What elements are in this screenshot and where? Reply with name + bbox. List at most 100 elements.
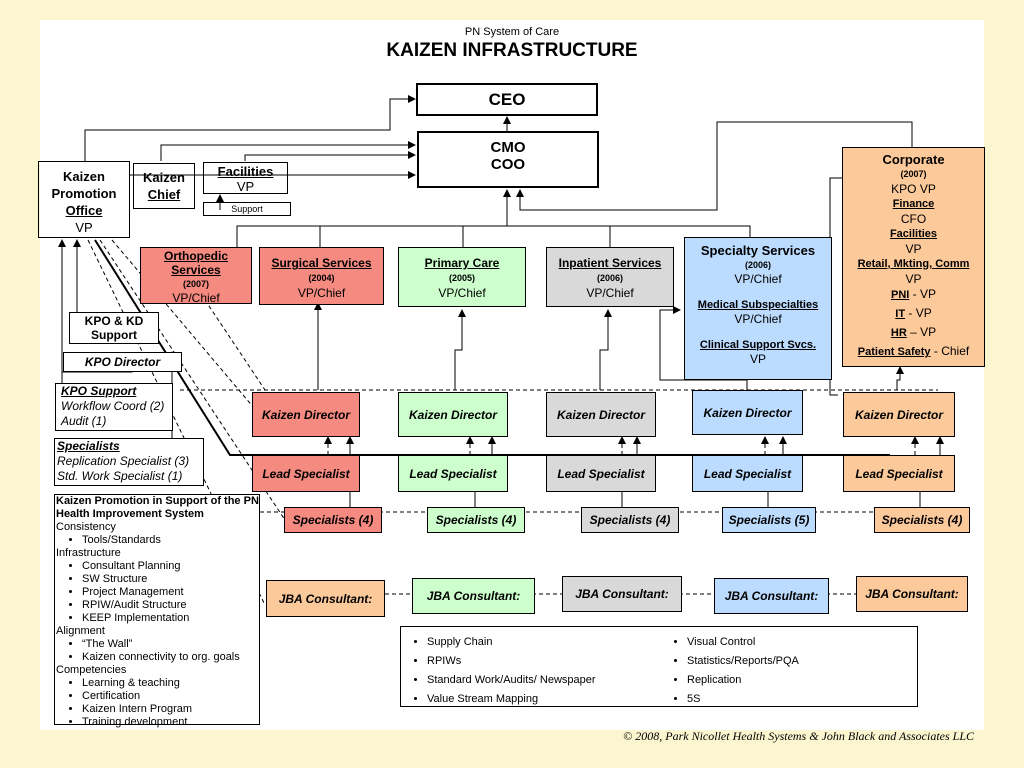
corporate-retail-vp: VP <box>905 272 922 286</box>
kaizen-director-label: Kaizen Director <box>261 407 351 422</box>
page-subtitle: PN System of Care <box>464 26 560 38</box>
lead-specialist-label: Lead Specialist <box>409 466 497 481</box>
kpo-kd-line1: KPO & KD <box>84 314 144 328</box>
promotion-sections: ConsistencyTools/StandardsInfrastructure… <box>56 521 259 729</box>
tool-list-item: Standard Work/Audits/ Newspaper <box>427 671 697 690</box>
division-year: (2005) <box>448 273 475 283</box>
promotion-title: Kaizen Promotion in Support of the PN He… <box>56 495 259 520</box>
specialists-left-item: Replication Specialist (3) <box>57 454 190 468</box>
tool-list-item: Statistics/Reports/PQA <box>687 652 937 671</box>
clinical-support-title: Clinical Support Svcs. <box>699 339 817 351</box>
corporate-it: IT <box>895 308 906 320</box>
lead-specialist-label: Lead Specialist <box>557 466 645 481</box>
division-title: Inpatient Services <box>558 256 662 270</box>
division-role: VP/Chief <box>438 286 486 300</box>
corporate-it-vp: - VP <box>905 306 932 320</box>
kaizen-tools-box: Supply ChainRPIWsStandard Work/Audits/ N… <box>400 626 918 707</box>
clinical-support-role: VP <box>749 352 766 366</box>
division-surgical: Surgical Services (2004) VP/Chief <box>259 247 384 305</box>
kaizen-chief-box: Kaizen Chief <box>133 163 195 209</box>
coo-label: COO <box>490 156 526 173</box>
specialty-year: (2006) <box>744 260 771 270</box>
division-orthopedic: Orthopedic Services (2007) VP/Chief <box>140 247 252 305</box>
jba-consultant-3: JBA Consultant: <box>562 576 682 612</box>
promotion-list-item: Certification <box>82 690 259 703</box>
promotion-list-item: Tools/Standards <box>82 534 259 547</box>
kaizen-director-label: Kaizen Director <box>854 407 944 422</box>
copyright-text: © 2008, Park Nicollet Health Systems & J… <box>623 729 974 743</box>
specialists-left-item: Std. Work Specialist (1) <box>57 469 183 483</box>
division-title: Surgical Services <box>271 256 372 270</box>
kaizen-director-label: Kaizen Director <box>556 407 646 422</box>
promotion-section-list: Tools/Standards <box>56 534 259 547</box>
jba-consultant-1: JBA Consultant: <box>266 580 385 617</box>
kpo-line2: Promotion <box>51 186 117 201</box>
specialists-label: Specialists (4) <box>292 513 374 527</box>
medical-subspecialties-title: Medical Subspecialties <box>697 299 819 311</box>
jba-consultant-label: JBA Consultant: <box>575 587 669 601</box>
tool-list-item: RPIWs <box>427 652 697 671</box>
kpo-line3: Office <box>65 203 103 218</box>
corporate-year: (2007) <box>900 169 927 179</box>
corporate-box: Corporate (2007) KPO VP Finance CFO Faci… <box>842 147 985 367</box>
medical-subspecialties-role: VP/Chief <box>734 312 782 326</box>
kpo-director-label: KPO Director <box>84 355 161 369</box>
lead-specialist-label: Lead Specialist <box>262 466 350 481</box>
kpo-support-item: Audit (1) <box>61 414 107 428</box>
specialists-primary: Specialists (4) <box>427 507 525 533</box>
corporate-pni: PNI <box>890 289 910 301</box>
tool-list-item: Replication <box>687 671 937 690</box>
promotion-list-item: KEEP Implementation <box>82 612 259 625</box>
jba-consultant-2: JBA Consultant: <box>412 578 535 614</box>
corporate-cfo: CFO <box>900 212 927 226</box>
specialists-inpatient: Specialists (4) <box>581 507 679 533</box>
division-role: VP/Chief <box>297 286 346 300</box>
division-title: Primary Care <box>424 256 500 270</box>
specialists-left-box: Specialists Replication Specialist (3) S… <box>54 438 204 486</box>
promotion-section-title: Consistency <box>56 521 116 533</box>
promotion-section-list: Learning & teachingCertificationKaizen I… <box>56 677 259 729</box>
kaizen-promotion-office-box: Kaizen Promotion Office VP <box>38 161 130 238</box>
promotion-list-item: RPIW/Audit Structure <box>82 599 259 612</box>
specialists-label: Specialists (5) <box>728 513 810 527</box>
kpo-support-title: KPO Support <box>61 384 137 398</box>
kaizen-director-label: Kaizen Director <box>408 407 498 422</box>
corporate-hr: HR <box>890 327 907 339</box>
promotion-list-item: SW Structure <box>82 573 259 586</box>
corporate-retail: Retail, Mkting, Comm <box>857 258 970 270</box>
facilities-support-label: Support <box>231 204 263 214</box>
kaizen-chief-line1: Kaizen <box>143 170 185 185</box>
kpo-line4: VP <box>75 220 93 235</box>
lead-specialist-label: Lead Specialist <box>703 466 792 481</box>
promotion-list-item: Learning & teaching <box>82 677 259 690</box>
lead-specialist-primary: Lead Specialist <box>398 455 508 492</box>
ceo-label: CEO <box>488 90 526 109</box>
division-year: (2007) <box>182 279 209 289</box>
kpo-kd-line2: Support <box>91 328 137 342</box>
corporate-patient-safety: Patient Safety <box>857 346 931 358</box>
promotion-list-item: Training development <box>82 716 259 729</box>
kaizen-promotion-support-box: Kaizen Promotion in Support of the PN He… <box>54 494 260 728</box>
kpo-support-box: KPO Support Workflow Coord (2) Audit (1) <box>55 383 173 431</box>
cmo-coo-box: CMO COO <box>417 131 599 188</box>
specialists-label: Specialists (4) <box>435 513 517 527</box>
division-role: VP/Chief <box>172 291 220 305</box>
jba-consultant-label: JBA Consultant: <box>865 587 959 601</box>
cmo-label: CMO <box>490 139 526 156</box>
specialty-title: Specialty Services <box>700 243 816 258</box>
corporate-pni-vp: - VP <box>909 287 936 301</box>
kaizen-director-primary: Kaizen Director <box>398 392 508 437</box>
corporate-facilities: Facilities <box>889 228 938 240</box>
division-title: Orthopedic Services <box>163 249 228 277</box>
promotion-section-list: Consultant PlanningSW StructureProject M… <box>56 560 259 625</box>
kaizen-director-specialty: Kaizen Director <box>692 390 803 435</box>
tool-list-item: Supply Chain <box>427 633 697 652</box>
lead-specialist-label: Lead Specialist <box>855 466 943 481</box>
promotion-section-title: Competencies <box>56 664 127 676</box>
facilities-box: Facilities VP <box>203 162 288 194</box>
tool-list-item: 5S <box>687 690 937 709</box>
kpo-support-item: Workflow Coord (2) <box>61 399 165 413</box>
lead-specialist-surgical: Lead Specialist <box>252 455 360 492</box>
division-year: (2004) <box>308 273 335 283</box>
division-inpatient: Inpatient Services (2006) VP/Chief <box>546 247 674 307</box>
